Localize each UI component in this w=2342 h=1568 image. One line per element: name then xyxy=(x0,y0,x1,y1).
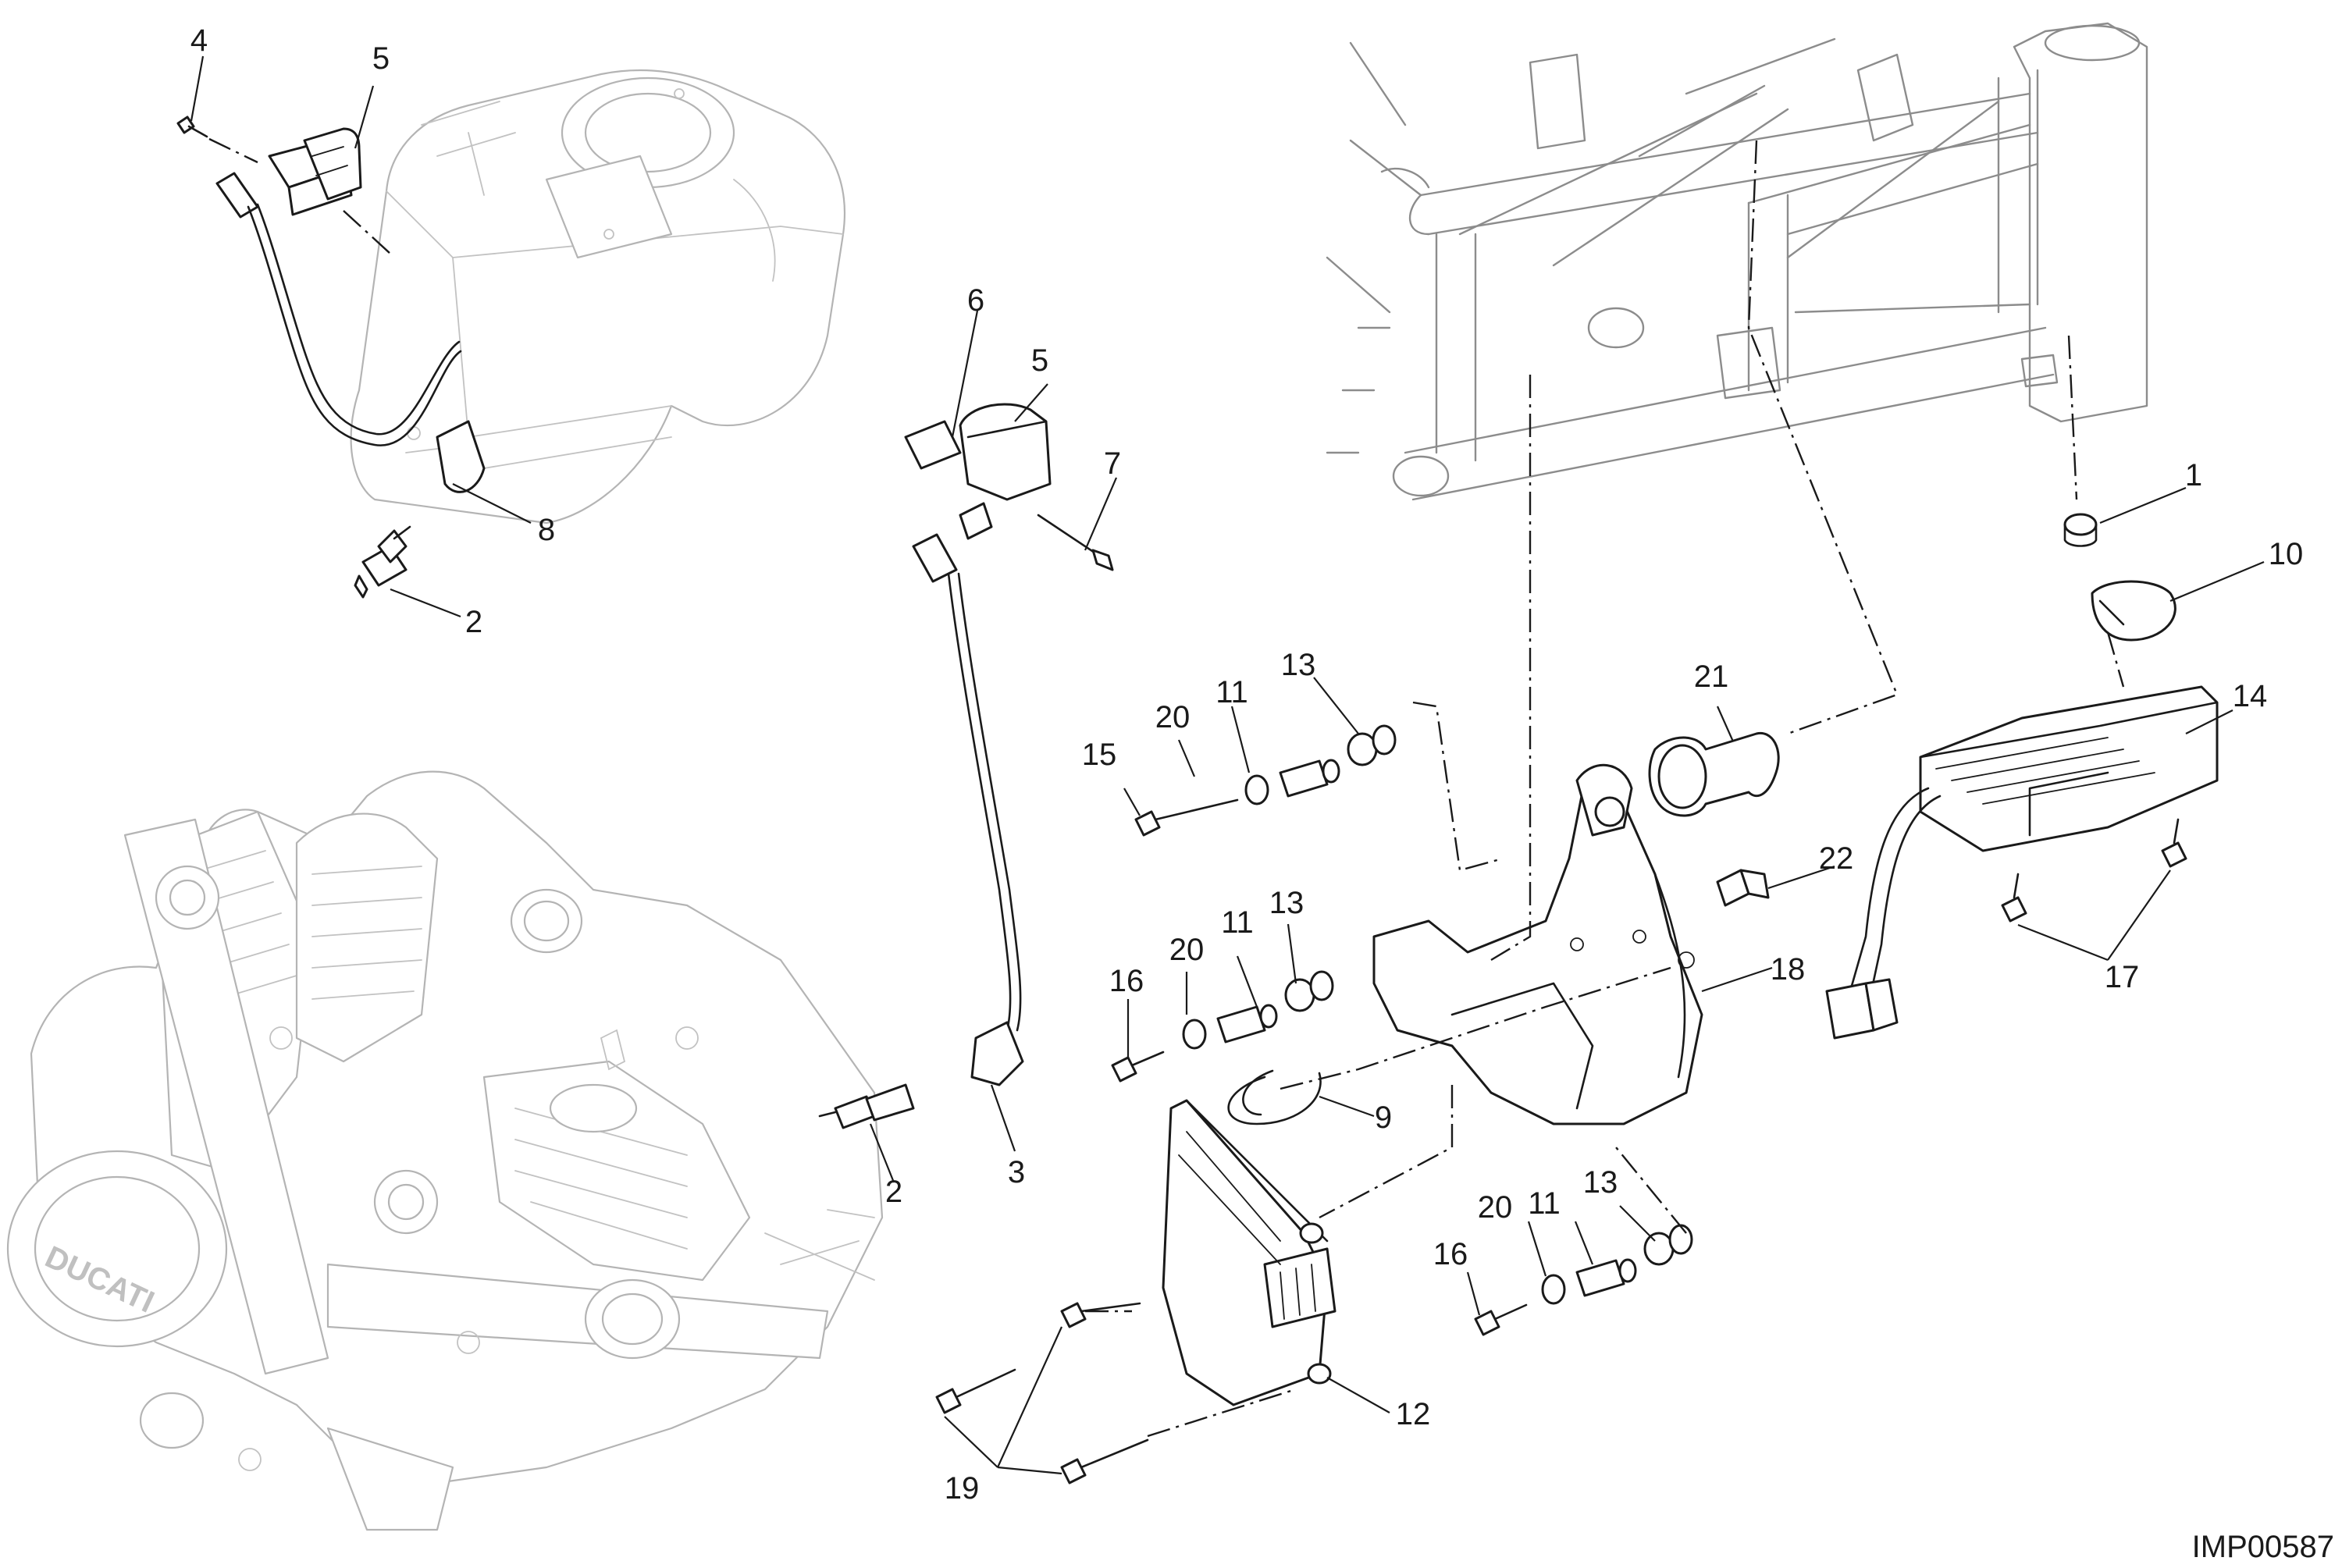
callout-2: 2 xyxy=(465,605,482,639)
callout-2: 2 xyxy=(885,1175,902,1209)
airbox-illustration xyxy=(350,69,845,524)
bolt-19-top xyxy=(1060,1302,1141,1328)
spark-plug-cap-rear xyxy=(215,172,486,493)
callout-18: 18 xyxy=(1771,952,1806,987)
bolt-19-left xyxy=(935,1368,1016,1414)
spark-plug-front xyxy=(818,1083,915,1129)
axis-line-coil-rear xyxy=(343,210,391,254)
callout-14: 14 xyxy=(2233,679,2268,713)
callout-20: 20 xyxy=(1169,933,1205,967)
callout-6: 6 xyxy=(967,283,984,318)
spacer-1 xyxy=(2063,513,2098,547)
callout-15: 15 xyxy=(1082,738,1117,772)
screw-17-b xyxy=(2161,818,2187,868)
cable-clip-22 xyxy=(1716,869,1770,907)
cable-tie-9 xyxy=(1227,1069,1322,1125)
engine-control-unit-12 xyxy=(1162,1099,1337,1406)
mounting-bracket-18 xyxy=(1372,763,1703,1125)
spark-plug-rear xyxy=(354,525,411,599)
callout-7: 7 xyxy=(1104,446,1121,481)
callout-19: 19 xyxy=(945,1471,980,1506)
callout-numbers: 4 5 6 5 7 8 2 1 10 14 21 13 11 20 15 22 … xyxy=(190,23,2303,1506)
ignition-coil-rear xyxy=(268,127,362,216)
callout-22: 22 xyxy=(1819,841,1854,876)
drawing-code: IMP00587 xyxy=(2192,1530,2334,1564)
callout-11: 11 xyxy=(1215,675,1248,709)
rubber-mount-21 xyxy=(1648,731,1780,817)
ignition-coil-front xyxy=(904,403,1052,540)
spark-plug-cap-front xyxy=(912,533,1024,1086)
callout-5: 5 xyxy=(1031,343,1048,378)
assembly-axis-lines xyxy=(1085,140,2125,1438)
callout-21: 21 xyxy=(1694,660,1729,694)
coil-screw-4 xyxy=(176,116,208,138)
bolt-19-bottom xyxy=(1060,1438,1149,1484)
coil-bolt-7 xyxy=(1037,514,1114,571)
callout-12: 12 xyxy=(1396,1397,1431,1431)
callout-16: 16 xyxy=(1109,964,1144,998)
axis-line-coil-screw xyxy=(208,137,258,164)
callout-20: 20 xyxy=(1478,1190,1513,1225)
callout-13: 13 xyxy=(1281,648,1316,682)
screw-17-a xyxy=(2001,873,2027,923)
horn-10 xyxy=(2091,580,2176,642)
callout-5: 5 xyxy=(372,41,390,76)
voltage-regulator-14 xyxy=(1825,685,2219,1040)
callout-1: 1 xyxy=(2185,458,2202,492)
callout-10: 10 xyxy=(2269,537,2304,571)
engine-illustration: DUCATI xyxy=(6,770,884,1531)
callout-20: 20 xyxy=(1155,700,1191,734)
callout-9: 9 xyxy=(1375,1100,1392,1135)
callout-13: 13 xyxy=(1583,1165,1618,1200)
leader-lines xyxy=(190,55,2265,1475)
fastener-stack-middle xyxy=(1111,970,1334,1083)
callout-17: 17 xyxy=(2105,960,2140,994)
callout-16: 16 xyxy=(1433,1237,1468,1271)
callout-8: 8 xyxy=(538,513,555,547)
callout-13: 13 xyxy=(1269,886,1304,920)
frame-illustration xyxy=(1326,22,2148,501)
callout-11: 11 xyxy=(1221,905,1254,940)
callout-4: 4 xyxy=(190,23,208,58)
fastener-stack-upper xyxy=(1134,724,1397,837)
callout-3: 3 xyxy=(1008,1155,1025,1189)
callout-11: 11 xyxy=(1528,1186,1561,1221)
